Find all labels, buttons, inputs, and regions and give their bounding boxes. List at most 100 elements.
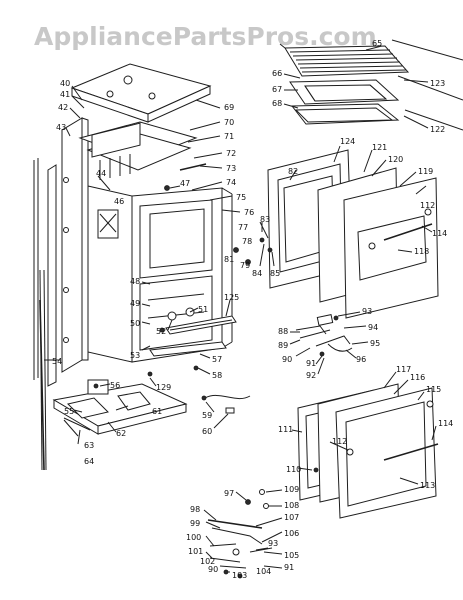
callout-76: 76 [244,208,254,217]
callout-114-lower: 114 [438,419,453,428]
callout-43: 43 [56,123,66,132]
upper-oven-door [259,149,439,319]
cabinet-front-panel [87,185,133,363]
callout-124: 124 [340,137,355,146]
callout-92: 92 [306,371,316,380]
callout-57: 57 [212,355,222,364]
callout-91: 91 [306,359,316,368]
callout-116: 116 [410,373,425,382]
side-trim [39,299,45,471]
callout-44: 44 [96,169,106,178]
callout-82: 82 [288,167,298,176]
callout-90-lower: 90 [208,565,218,574]
screw-58 [193,365,199,371]
callout-95: 95 [370,339,380,348]
leader-lines [44,45,437,573]
callout-120: 120 [388,155,403,164]
callout-119: 119 [418,167,433,176]
callout-125: 125 [224,293,239,302]
callout-75: 75 [236,193,246,202]
top-panel [70,63,212,123]
callout-102: 102 [200,557,215,566]
callout-68: 68 [272,99,282,108]
callout-83: 83 [260,215,270,224]
callout-52: 52 [156,327,166,336]
callout-111: 111 [278,425,293,434]
callout-91-lower: 91 [284,563,294,572]
latch-parts [207,489,273,579]
callout-56: 56 [110,381,120,390]
callout-67: 67 [272,85,282,94]
callout-50: 50 [130,319,140,328]
callout-112-lower: 112 [332,437,347,446]
callout-78: 78 [242,237,252,246]
callout-112-upper: 112 [420,201,435,210]
callout-89: 89 [278,341,288,350]
callout-53: 53 [130,351,140,360]
callout-98: 98 [190,505,200,514]
callout-107: 107 [284,513,299,522]
callout-65: 65 [372,39,382,48]
callout-48: 48 [130,277,140,286]
kick-plate [149,315,237,357]
callout-54: 54 [52,357,62,366]
callout-100: 100 [186,533,201,542]
callout-97: 97 [224,489,234,498]
callout-81: 81 [224,255,234,264]
vent-hood-assembly [279,43,410,125]
watermark-text: AppliancePartsPros.com [34,22,377,51]
callout-85: 85 [270,269,280,278]
callout-70: 70 [224,118,234,127]
callout-117: 117 [396,365,411,374]
callout-47: 47 [180,179,190,188]
callout-113: 113 [420,481,435,490]
callout-60: 60 [202,427,212,436]
callout-121: 121 [372,143,387,152]
callout-93: 93 [362,307,372,316]
callout-41: 41 [60,90,70,99]
callout-129: 129 [156,383,171,392]
base-assembly [52,379,188,435]
callout-69: 69 [224,103,234,112]
callout-106: 106 [284,529,299,538]
callout-40: 40 [60,79,70,88]
callout-118: 118 [414,247,429,256]
callout-101: 101 [188,547,203,556]
callout-66: 66 [272,69,282,78]
callout-90: 90 [282,355,292,364]
callout-77: 77 [238,223,248,232]
door-hinge-parts [295,314,353,357]
callout-42: 42 [58,103,68,112]
callout-64: 64 [84,457,94,466]
callout-94: 94 [368,323,378,332]
wall-lines [391,39,463,131]
callout-49: 49 [130,299,140,308]
screw-129 [147,371,153,377]
callout-96: 96 [356,355,366,364]
callout-115: 115 [426,385,441,394]
callout-51: 51 [198,305,208,314]
callout-72: 72 [226,149,236,158]
callout-99: 99 [190,519,200,528]
callout-73: 73 [226,164,236,173]
callout-79: 79 [240,261,250,270]
callout-108: 108 [284,501,299,510]
callout-74: 74 [226,178,236,187]
burner-assembly [78,121,207,202]
callout-110: 110 [286,465,301,474]
callout-104: 104 [256,567,271,576]
callout-88: 88 [278,327,288,336]
cabinet-wrapper [33,117,89,471]
callout-122: 122 [430,125,445,134]
callout-84: 84 [252,269,262,278]
callout-61: 61 [152,407,162,416]
callout-46: 46 [114,197,124,206]
callout-109: 109 [284,485,299,494]
callout-93-lower: 93 [268,539,278,548]
callout-105: 105 [284,551,299,560]
oven-liner-frame [131,187,251,363]
callout-103: 103 [232,571,247,580]
callout-55: 55 [64,407,74,416]
callout-labels: 40 41 42 43 44 46 47 48 49 50 51 52 53 5… [52,39,453,580]
